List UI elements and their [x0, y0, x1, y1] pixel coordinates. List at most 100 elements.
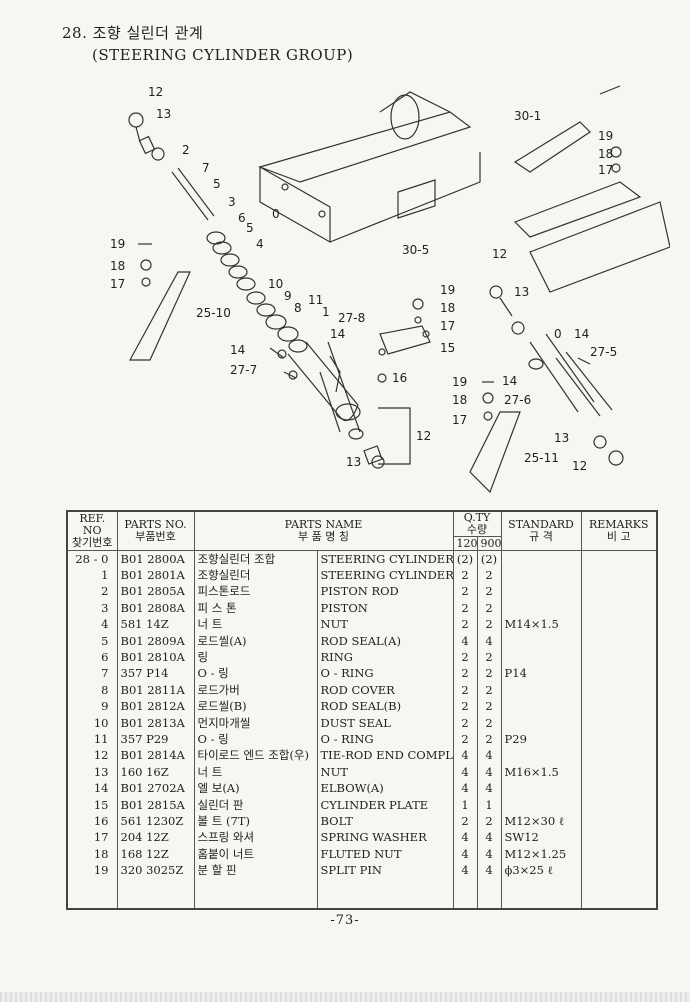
- cell-qty1: (2): [452, 550, 478, 568]
- cell-remarks: [580, 764, 658, 781]
- empty-cell: [316, 878, 454, 909]
- cell-remarks: [580, 682, 658, 699]
- callout: 13: [554, 431, 569, 445]
- header-parts-no: PARTS NO. 부품번호: [116, 510, 195, 551]
- callout: 5: [246, 221, 254, 235]
- cell-name-kr: O - 링: [193, 731, 318, 748]
- cell-remarks: [580, 862, 658, 879]
- cell-qty1: 4: [452, 747, 478, 765]
- page-number: -73-: [330, 913, 360, 928]
- header-standard-line: STANDARD: [508, 518, 574, 531]
- table-header: REF. NO 찾기번호 PARTS NO. 부품번호 PARTS NAME 부…: [66, 510, 658, 551]
- cell-name-en: ROD SEAL(A): [316, 632, 454, 650]
- cell-qty1: 1: [452, 796, 478, 814]
- cell-name-en: FLUTED NUT: [316, 846, 454, 863]
- callout: 19: [110, 237, 125, 251]
- cell-ref: 6: [66, 649, 118, 666]
- header-remarks-line: REMARKS: [588, 518, 649, 531]
- cell-name-kr: 너 트: [193, 764, 318, 781]
- cell-qty1: 4: [452, 632, 478, 650]
- table-filler-row: [66, 878, 658, 909]
- empty-cell: [500, 878, 582, 909]
- header-ref: REF. NO 찾기번호: [66, 510, 118, 551]
- cell-standard: ϕ3×25 ℓ: [500, 862, 582, 879]
- cell-standard: SW12: [500, 829, 582, 847]
- empty-cell: [580, 878, 658, 909]
- header-qty-line: Q.TY: [463, 511, 491, 524]
- cell-part-no: B01 2813A: [116, 714, 195, 732]
- cell-remarks: [580, 714, 658, 732]
- page-title: 28. 조향 실린더 관계 (STEERING CYLINDER GROUP): [62, 22, 353, 66]
- cell-remarks: [580, 632, 658, 650]
- cell-ref: 4: [66, 616, 118, 633]
- cell-qty1: 2: [452, 616, 478, 633]
- cell-name-en: BOLT: [316, 813, 454, 830]
- cell-remarks: [580, 550, 658, 568]
- callout: 14: [230, 343, 245, 357]
- cell-qty2: 2: [476, 583, 502, 601]
- cell-qty2: 2: [476, 682, 502, 699]
- header-standard: STANDARD 규 격: [500, 510, 582, 551]
- cell-standard: [500, 583, 582, 601]
- callout: 25-10: [196, 306, 231, 320]
- left-hardware: [128, 243, 341, 393]
- callout: 19: [598, 129, 613, 143]
- cell-remarks: [580, 665, 658, 683]
- cell-ref: 15: [66, 796, 118, 814]
- header-ref-line: 찾기번호: [72, 536, 113, 549]
- cell-standard: M12×1.25: [500, 846, 582, 863]
- header-qty: Q.TY 수량: [452, 510, 502, 537]
- cell-standard: [500, 747, 582, 765]
- cell-standard: [500, 698, 582, 715]
- cell-part-no: 357 P29: [116, 731, 195, 748]
- cell-name-en: NUT: [316, 616, 454, 633]
- cell-name-en: ROD SEAL(B): [316, 698, 454, 715]
- callout: 17: [110, 277, 125, 291]
- cell-qty1: 4: [452, 780, 478, 797]
- cell-name-en: STEERING CYLINDER: [316, 567, 454, 584]
- callout: 27-5: [590, 345, 617, 359]
- cell-qty2: 4: [476, 632, 502, 650]
- cell-qty1: 4: [452, 829, 478, 847]
- cell-part-no: 581 14Z: [116, 616, 195, 633]
- diagram-callouts: 12 13 2 7 5 3 6 5 4 0 19 18 17 25-10 10 …: [110, 85, 617, 473]
- header-parts-no-line: PARTS NO.: [124, 518, 187, 531]
- left-cylinder: [128, 112, 385, 469]
- cell-part-no: 561 1230Z: [116, 813, 195, 830]
- cell-ref: 13: [66, 764, 118, 781]
- callout: 13: [156, 107, 171, 121]
- cell-name-kr: 타이로드 엔드 조합(우): [193, 747, 318, 765]
- cell-qty1: 2: [452, 583, 478, 601]
- cell-name-kr: 볼 트 (7T): [193, 813, 318, 830]
- empty-cell: [452, 878, 478, 909]
- cell-qty1: 4: [452, 846, 478, 863]
- header-ref-line: REF.: [79, 512, 106, 525]
- cell-name-en: STEERING CYLINDER A'SSY: [316, 550, 454, 568]
- cell-ref: 1: [66, 567, 118, 584]
- cell-remarks: [580, 829, 658, 847]
- cell-name-kr: 분 할 핀: [193, 862, 318, 879]
- header-parts-name: PARTS NAME 부 품 명 칭: [193, 510, 454, 551]
- cell-standard: [500, 682, 582, 699]
- callout: 11: [308, 293, 323, 307]
- cell-name-kr: 피스톤로드: [193, 583, 318, 601]
- cell-part-no: 160 16Z: [116, 764, 195, 781]
- cell-name-kr: 엘 보(A): [193, 780, 318, 797]
- cell-qty2: 2: [476, 698, 502, 715]
- cell-name-kr: 조향실린더 조합: [193, 550, 318, 568]
- empty-cell: [476, 878, 502, 909]
- cell-ref: 16: [66, 813, 118, 830]
- cell-part-no: B01 2805A: [116, 583, 195, 601]
- callout: 16: [392, 371, 407, 385]
- header-standard-line: 규 격: [529, 530, 553, 543]
- callout: 4: [256, 237, 264, 251]
- cell-name-en: NUT: [316, 764, 454, 781]
- diagram-drawing: [128, 85, 671, 494]
- callout: 14: [502, 374, 517, 388]
